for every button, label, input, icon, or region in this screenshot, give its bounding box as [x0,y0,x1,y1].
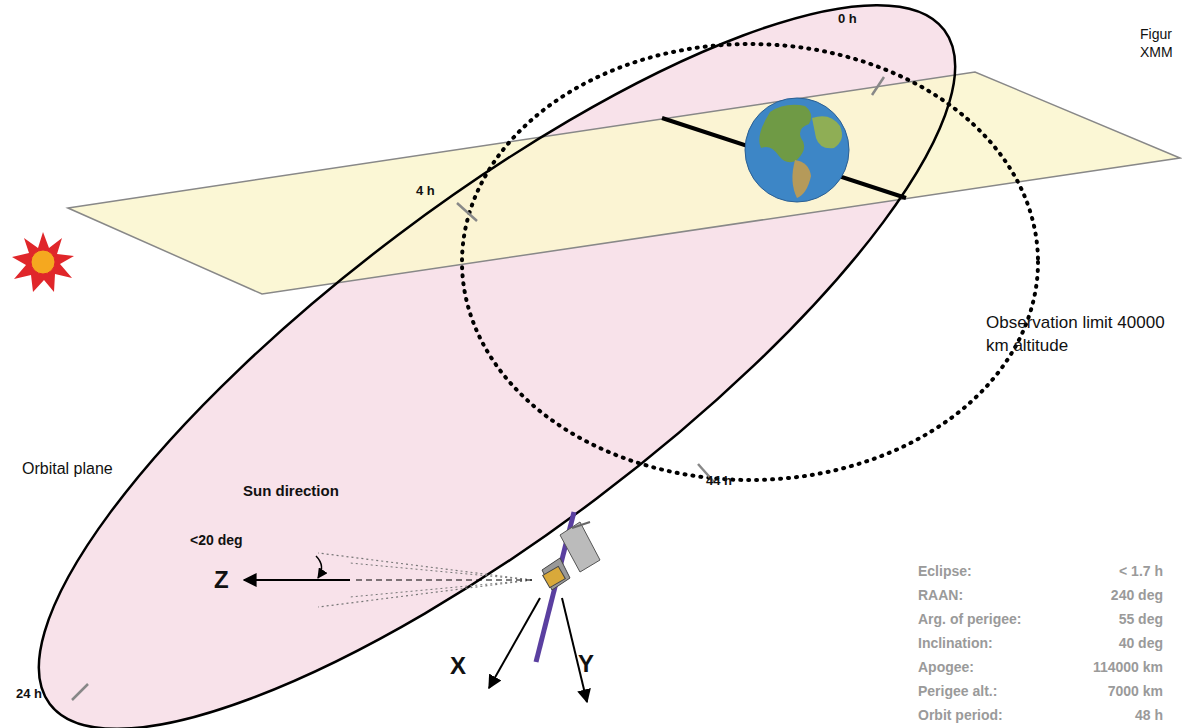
parameter-value: 240 deg [1111,587,1163,603]
sun-direction-label: Sun direction [243,482,339,499]
observation-limit [462,44,1038,480]
time-label: 44 h [706,474,732,489]
angle-label: <20 deg [190,532,243,548]
sun [12,232,74,292]
parameter-value: 7000 km [1108,683,1163,699]
parameter-value: < 1.7 h [1119,563,1163,579]
parameter-name: Orbit period: [918,707,1003,723]
parameter-name: RAAN: [918,587,963,603]
time-label: 4 h [416,184,435,199]
orbital-plane-label: Orbital plane [22,460,113,478]
axis-label: X [450,652,466,680]
parameter-name: Eclipse: [918,563,972,579]
parameter-name: Apogee: [918,659,974,675]
observation-limit-label: Observation limit 40000 km altitude [986,312,1166,358]
earth [745,98,849,202]
time-ticks [72,77,884,700]
parameter-value: 48 h [1135,707,1163,723]
parameter-name: Inclination: [918,635,993,651]
xmm-satellite [536,512,600,662]
parameter-name: Arg. of perigee: [918,611,1021,627]
parameter-value: 55 deg [1119,611,1163,627]
figure-caption: XMM [1140,44,1173,60]
equatorial-plane [68,72,1180,294]
spacecraft-axes [244,580,587,702]
time-label: 24 h [16,687,42,702]
figure-caption: Figur [1140,26,1172,42]
axis-label: Z [214,566,229,594]
parameter-value: 114000 km [1093,659,1163,675]
parameter-value: 40 deg [1119,635,1163,651]
time-label: 0 h [838,12,857,27]
axis-label: Y [578,650,594,678]
orbit [0,0,1044,728]
parameter-name: Perigee alt.: [918,683,997,699]
